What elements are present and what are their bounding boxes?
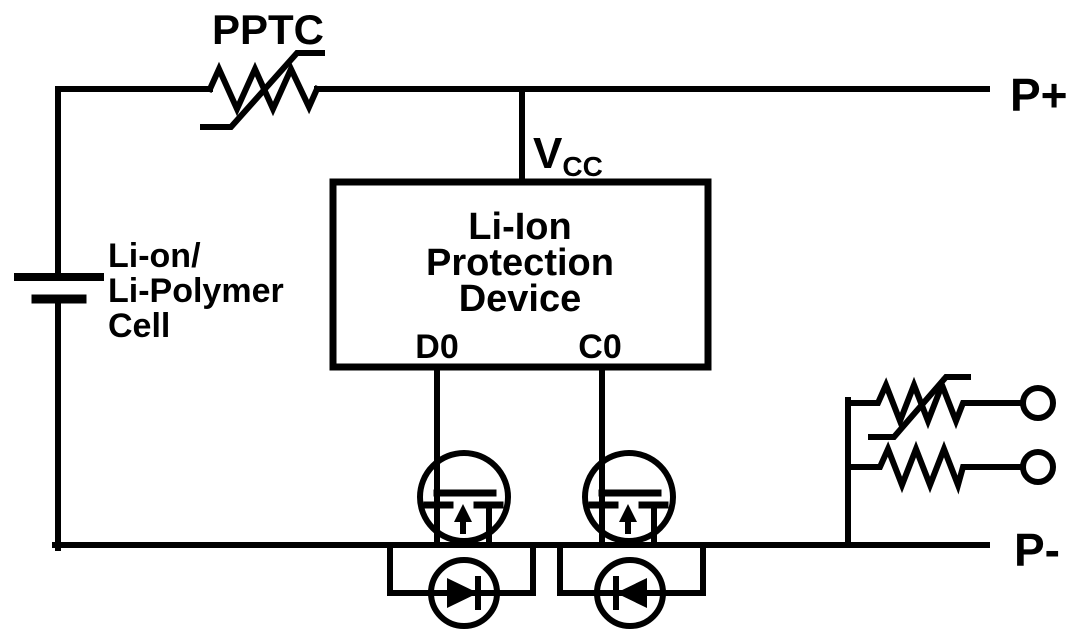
pptc-label: PPTC <box>212 6 324 53</box>
protection-device-box <box>329 178 712 371</box>
p-plus-terminal-label: P+ <box>1010 69 1068 121</box>
battery-cell-label: Li-on/ Li-Polymer Cell <box>108 237 284 345</box>
mosfet-d0-arrow-head <box>454 504 472 522</box>
device-title-line1: Li-Ion <box>468 206 571 248</box>
fixed-resistor-zigzag <box>845 440 1026 495</box>
diode-2-triangle <box>616 578 647 608</box>
cell-label-line2: Li-Polymer <box>108 272 284 310</box>
protection-device-title: Li-Ion Protection Device <box>426 206 614 320</box>
terminal-circle-2 <box>1020 449 1056 485</box>
mosfet-d0-symbol <box>417 450 511 548</box>
device-title-line2: Protection <box>426 242 614 284</box>
device-title-line3: Device <box>459 278 582 320</box>
terminal-circle-1 <box>1020 385 1056 421</box>
diode-1-circle <box>428 557 500 629</box>
diode-2-circle <box>594 557 666 629</box>
ptc-resistor-strike-line <box>868 374 971 440</box>
battery-cell-symbol <box>14 273 104 304</box>
body-diode-2 <box>557 542 706 629</box>
p-minus-terminal-label: P- <box>1014 524 1060 576</box>
pin-label-c0: C0 <box>578 328 621 366</box>
cell-label-line1: Li-on/ <box>108 237 201 275</box>
pptc-strike-line <box>200 50 325 130</box>
diode-1-triangle <box>447 578 478 608</box>
mosfet-c0-arrow-head <box>619 504 637 522</box>
external-ptc-resistor-symbol <box>845 374 1056 440</box>
pptc-fuse-symbol <box>200 50 325 130</box>
pin-label-d0: D0 <box>415 328 458 366</box>
mosfet-c0-symbol <box>582 450 676 548</box>
vcc-label-main: V <box>533 129 563 178</box>
mosfet-c0-circle <box>582 450 676 544</box>
wires <box>52 86 990 551</box>
body-diode-1 <box>387 542 536 629</box>
vcc-pin-label: VCC <box>533 129 603 182</box>
vcc-label-subscript: CC <box>562 151 602 182</box>
cell-label-line3: Cell <box>108 307 170 345</box>
external-fixed-resistor-symbol <box>845 440 1056 495</box>
wire-battery-to-pptc <box>55 86 213 277</box>
mosfet-d0-circle <box>417 450 511 544</box>
